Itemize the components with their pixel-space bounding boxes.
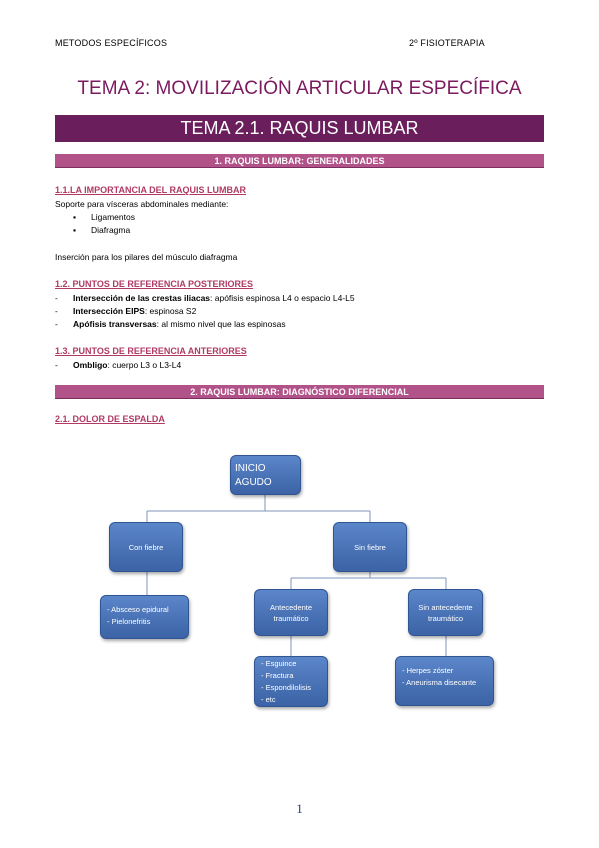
node-text: traumático	[273, 613, 309, 623]
node-text: INICIO	[235, 463, 266, 474]
node-text: - Pielonefritis	[107, 617, 151, 626]
node-text: Con fiebre	[128, 542, 164, 552]
page-title: TEMA 2: MOVILIZACIÓN ARTICULAR ESPECÍFIC…	[77, 78, 522, 99]
list-item-text: Diafragma	[91, 225, 131, 235]
node-antecedente: Antecedente traumático	[254, 589, 328, 636]
node-text: - Herpes zóster	[402, 666, 454, 675]
list-item-bold: Intersección EIPS	[73, 306, 145, 316]
node-text: traumático	[427, 613, 463, 623]
subtitle-text: TEMA 2.1. RAQUIS LUMBAR	[180, 118, 419, 138]
node-text: - Esguince	[261, 659, 297, 668]
list-item-bold: Ombligo	[73, 360, 108, 370]
subsection-1-1-heading: 1.1.LA IMPORTANCIA DEL RAQUIS LUMBAR	[55, 185, 247, 195]
list-item-rest: : apófisis espinosa L4 o espacio L4-L5	[210, 293, 355, 303]
section-2-bar: 2. RAQUIS LUMBAR: DIAGNÓSTICO DIFERENCIA…	[55, 385, 544, 399]
list-item: ▪Diafragma	[73, 225, 131, 235]
subsection-1-1-note: Inserción para los pilares del músculo d…	[55, 252, 238, 262]
node-con-fiebre-list: - Absceso epidural - Pielonefritis	[100, 595, 189, 639]
node-text: - Fractura	[261, 671, 294, 680]
node-text: - Espondilolisis	[261, 683, 312, 692]
list-item: -Intersección EIPS: espinosa S2	[55, 306, 197, 316]
list-item: -Apófisis transversas: al mismo nivel qu…	[55, 319, 286, 329]
page-number: 1	[296, 801, 303, 816]
header-right: 2º FISIOTERAPIA	[409, 38, 485, 48]
node-text: - Absceso epidural	[107, 605, 169, 614]
list-item-bold: Intersección de las crestas iliacas	[73, 293, 211, 303]
list-item-rest: : espinosa S2	[144, 306, 197, 316]
list-item: ▪Ligamentos	[73, 212, 135, 222]
section-2-heading: 2. RAQUIS LUMBAR: DIAGNÓSTICO DIFERENCIA…	[190, 386, 409, 397]
node-con-fiebre: Con fiebre	[109, 522, 183, 572]
section-1-heading: 1. RAQUIS LUMBAR: GENERALIDADES	[214, 155, 385, 166]
list-item-rest: : al mismo nivel que las espinosas	[156, 319, 286, 329]
list-item: -Ombligo: cuerpo L3 o L3-L4	[55, 360, 182, 370]
node-sin-antecedente-list: - Herpes zóster - Aneurisma disecante	[395, 656, 494, 706]
subtitle-bar: TEMA 2.1. RAQUIS LUMBAR	[55, 115, 544, 142]
node-antecedente-list: - Esguince - Fractura - Espondilolisis -…	[254, 656, 328, 707]
subsection-1-3-heading: 1.3. PUNTOS DE REFERENCIA ANTERIORES	[55, 346, 247, 356]
list-item: -Intersección de las crestas iliacas: ap…	[55, 293, 355, 303]
node-sin-fiebre: Sin fiebre	[333, 522, 407, 572]
list-item-rest: : cuerpo L3 o L3-L4	[107, 360, 182, 370]
subsection-1-2-heading: 1.2. PUNTOS DE REFERENCIA POSTERIORES	[55, 279, 254, 289]
node-text: AGUDO	[235, 477, 272, 488]
subsection-2-1-heading: 2.1. DOLOR DE ESPALDA	[55, 414, 165, 424]
node-text: - Aneurisma disecante	[402, 678, 477, 687]
section-1-bar: 1. RAQUIS LUMBAR: GENERALIDADES	[55, 154, 544, 168]
node-sin-antecedente: Sin antecedente traumático	[408, 589, 483, 636]
node-text: Sin fiebre	[354, 542, 386, 552]
node-inicio-agudo: INICIO AGUDO	[230, 455, 301, 495]
list-item-text: Ligamentos	[91, 212, 135, 222]
subsection-1-1-intro: Soporte para vísceras abdominales median…	[55, 199, 229, 209]
list-item-bold: Apófisis transversas	[73, 319, 157, 329]
node-text: - etc	[261, 695, 276, 704]
header-left: METODOS ESPECÍFICOS	[55, 38, 168, 48]
node-text: Antecedente	[269, 602, 313, 612]
node-text: Sin antecedente	[418, 602, 473, 612]
